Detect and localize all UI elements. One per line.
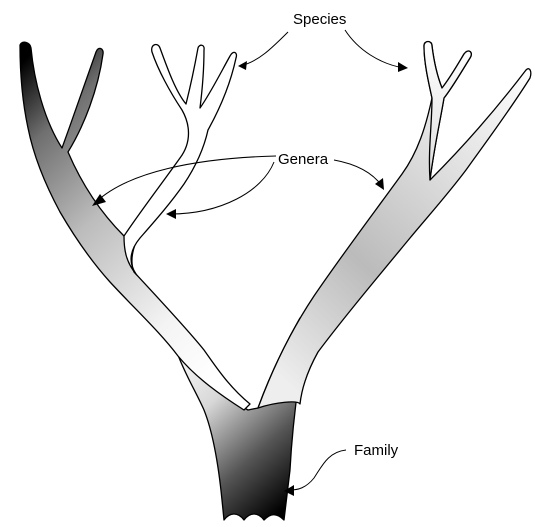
arrowhead-genera-middle: [166, 209, 176, 219]
family-label: Family: [354, 442, 399, 459]
species-arrow-left: [240, 32, 288, 66]
genera-arrow-right: [334, 160, 382, 186]
family-arrow: [290, 450, 346, 490]
genera-label: Genera: [278, 151, 329, 168]
species-arrow-right: [345, 30, 404, 68]
species-label: Species: [293, 11, 346, 28]
arrowhead-species-left: [238, 61, 247, 70]
right-genus-limb: [258, 42, 531, 409]
arrowhead-species-right: [398, 62, 408, 72]
